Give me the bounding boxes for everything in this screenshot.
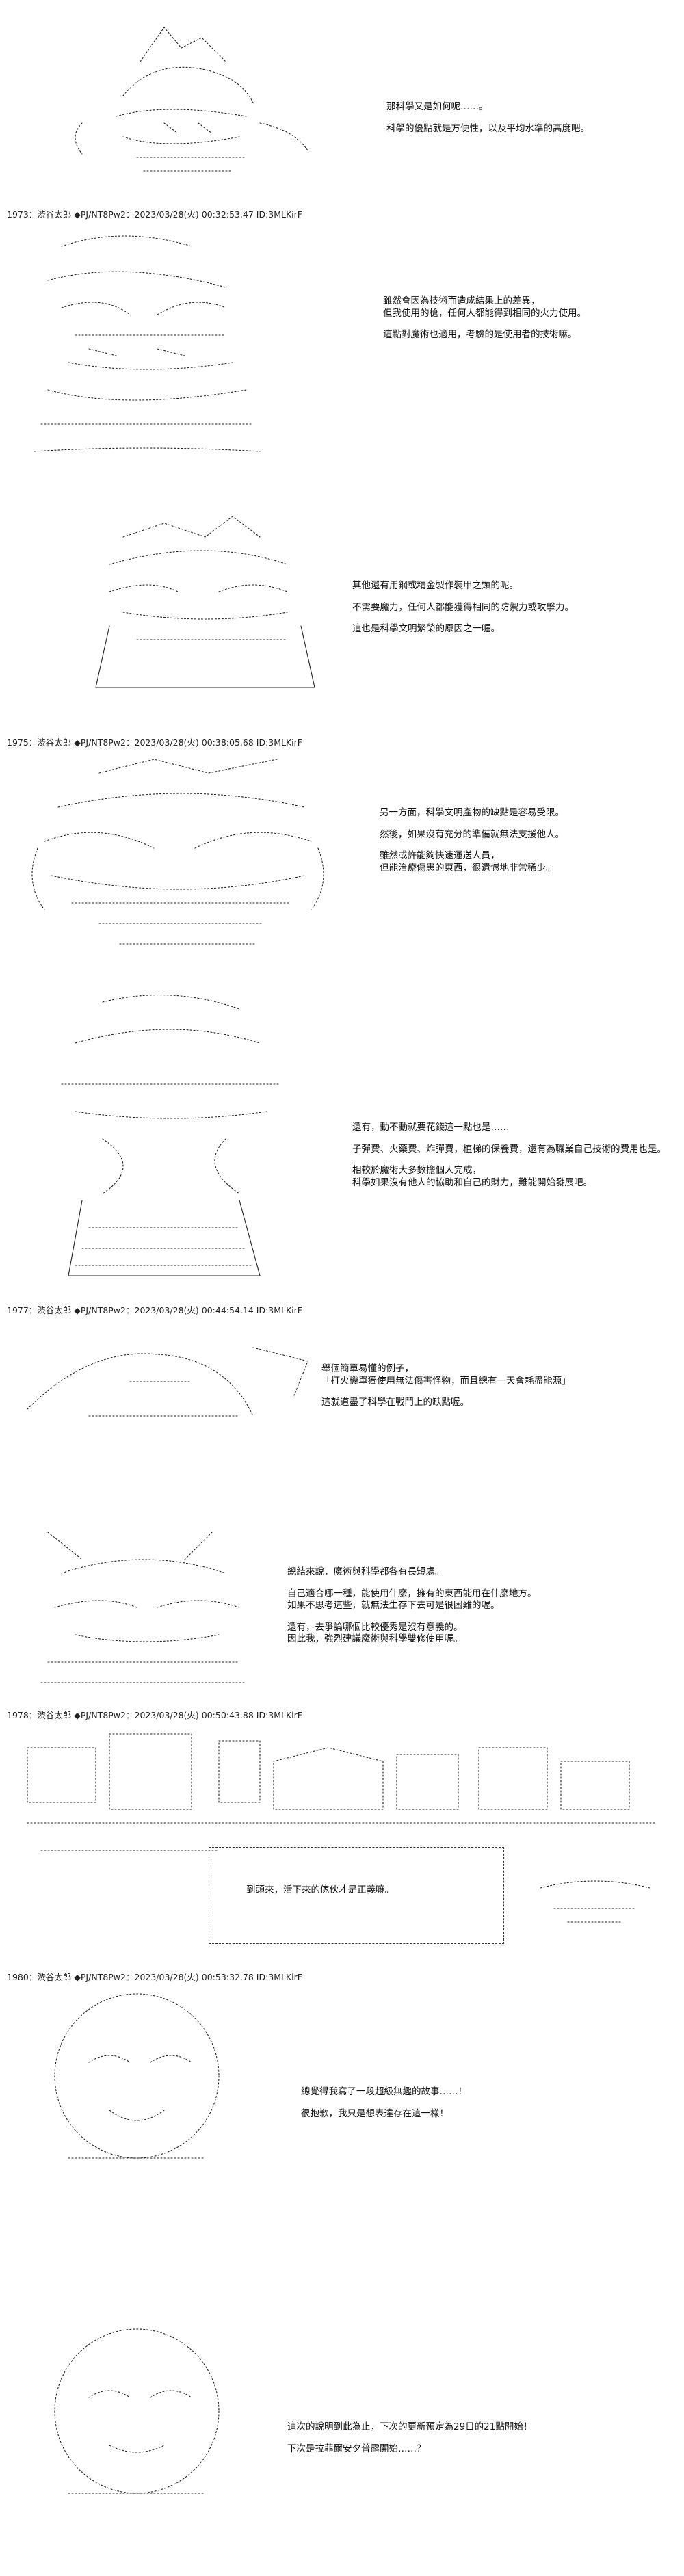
ascii-art-building-scene xyxy=(14,1720,670,1864)
dialogue-line: 還有，動不動就要花錢這一點也是…… xyxy=(352,1122,510,1133)
dialogue-line: 雖然會因為技術而造成結果上的差異， xyxy=(383,295,540,306)
dialogue-line: 但能治療傷患的東西，很遺憾地非常稀少。 xyxy=(380,862,555,873)
speech-bubble xyxy=(209,1847,504,1944)
dialogue-4: 另一方面，科學文明產物的缺點是容易受限。 然後，如果沒有充分的準備就無法支援他人… xyxy=(380,807,564,874)
dialogue-10: 這次的說明到此為止，下次的更新預定為29日的21點開始！ 下次是拉菲爾安夕普露開… xyxy=(287,2421,532,2455)
dialogue-line: 這就道盡了科學在戰鬥上的缺點喔。 xyxy=(321,1397,469,1408)
ascii-art-character-2 xyxy=(21,219,280,472)
dialogue-7: 總結來說，魔術與科學都各有長短處。 自己適合哪一種，能使用什麼，擁有的東西能用在… xyxy=(287,1566,537,1646)
post-header: 1973：渋谷太郎 ◆PJ/NT8Pw2：2023/03/28(火) 00:32… xyxy=(7,209,302,220)
dialogue-3: 其他還有用鋼或精金製作裝甲之類的呢。 不需要魔力，任何人都能獲得相同的防禦力或攻… xyxy=(352,580,574,635)
dialogue-line: 那科學又是如何呢……。 xyxy=(386,101,488,112)
dialogue-line: 這次的說明到此為止，下次的更新預定為29日的21點開始！ xyxy=(287,2421,533,2432)
dialogue-line: 「打火機單獨使用無法傷害怪物，而且總有一天會耗盡能源」 xyxy=(321,1375,571,1386)
dialogue-8: 到頭來，活下來的傢伙才是正義嘛。 xyxy=(246,1884,394,1897)
dialogue-line: 雖然或許能夠快速運送人員， xyxy=(380,850,500,862)
dialogue-line: 子彈費、火藥費、炸彈費，植梯的保養費，還有為職業自己技術的費用也是。 xyxy=(352,1143,666,1155)
dialogue-line: 另一方面，科學文明產物的缺點是容易受限。 xyxy=(380,807,564,818)
dialogue-line: 這點對魔術也適用，考驗的是使用者的技術嘛。 xyxy=(383,329,577,341)
dialogue-9: 總覺得我寫了一段超級無趣的故事……！ 很抱歉，我只是想表達存在這一樣！ xyxy=(301,2086,467,2120)
dialogue-6: 舉個簡單易懂的例子， 「打火機單獨使用無法傷害怪物，而且總有一天會耗盡能源」 這… xyxy=(321,1363,571,1409)
dialogue-line: 科學如果沒有他人的協助和自己的財力，難能開始發展吧。 xyxy=(352,1177,592,1188)
post-header: 1977：渋谷太郎 ◆PJ/NT8Pw2：2023/03/28(火) 00:44… xyxy=(7,1305,302,1315)
ascii-art-character-10 xyxy=(27,2322,246,2507)
ascii-art-small-figure xyxy=(527,1867,663,1929)
ascii-art-character-6 xyxy=(21,1320,328,1430)
ascii-art-character-4 xyxy=(17,746,339,964)
dialogue-line: 這也是科學文明繁榮的原因之一喔。 xyxy=(352,623,500,635)
ascii-art-character-7 xyxy=(21,1519,267,1696)
dialogue-line: 很抱歉，我只是想表達存在這一樣！ xyxy=(301,2107,449,2119)
ascii-art-character-9 xyxy=(27,1987,246,2172)
dialogue-line: 不需要魔力，任何人都能獲得相同的防禦力或攻擊力。 xyxy=(352,601,574,613)
dialogue-line: 但我使用的槍，任何人都能得到相同的火力使用。 xyxy=(383,307,586,319)
dialogue-line: 下次是拉菲爾安夕普露開始……？ xyxy=(287,2443,426,2454)
dialogue-line: 還有，去爭論哪個比較優秀是沒有意義的。 xyxy=(287,1621,463,1633)
ascii-art-character-5 xyxy=(34,988,308,1283)
dialogue-line: 到頭來，活下來的傢伙才是正義嘛。 xyxy=(246,1884,394,1895)
dialogue-2: 雖然會因為技術而造成結果上的差異， 但我使用的槍，任何人都能得到相同的火力使用。… xyxy=(383,295,586,341)
dialogue-line: 相較於魔術大多數擔個人完成， xyxy=(352,1165,482,1177)
dialogue-line: 如果不思考這些，就無法生存下去可是很困難的喔。 xyxy=(287,1600,500,1612)
ascii-art-character-3 xyxy=(82,510,335,694)
post-header: 1978：渋谷太郎 ◆PJ/NT8Pw2：2023/03/28(火) 00:50… xyxy=(7,1710,302,1720)
dialogue-line: 自己適合哪一種，能使用什麼，擁有的東西能用在什麼地方。 xyxy=(287,1588,537,1599)
dialogue-line: 總結來說，魔術與科學都各有長短處。 xyxy=(287,1566,445,1577)
dialogue-5: 還有，動不動就要花錢這一點也是…… 子彈費、火藥費、炸彈費，植梯的保養費，還有為… xyxy=(352,1122,666,1189)
dialogue-line: 因此我，強烈建議魔術與科學雙修使用喔。 xyxy=(287,1633,463,1645)
dialogue-line: 科學的優點就是方便性，以及平均水準的高度吧。 xyxy=(386,122,590,134)
dialogue-line: 總覺得我寫了一段超級無趣的故事……！ xyxy=(301,2086,467,2097)
post-header: 1980：渋谷太郎 ◆PJ/NT8Pw2：2023/03/28(火) 00:53… xyxy=(7,1972,302,1982)
ascii-art-character-1 xyxy=(21,21,342,185)
post-header: 1975：渋谷太郎 ◆PJ/NT8Pw2：2023/03/28(火) 00:38… xyxy=(7,737,302,748)
dialogue-line: 其他還有用鋼或精金製作裝甲之類的呢。 xyxy=(352,580,518,591)
dialogue-line: 舉個簡單易懂的例子， xyxy=(321,1363,414,1374)
dialogue-1: 那科學又是如何呢……。 科學的優點就是方便性，以及平均水準的高度吧。 xyxy=(386,101,590,135)
dialogue-line: 然後，如果沒有充分的準備就無法支援他人。 xyxy=(380,828,564,840)
